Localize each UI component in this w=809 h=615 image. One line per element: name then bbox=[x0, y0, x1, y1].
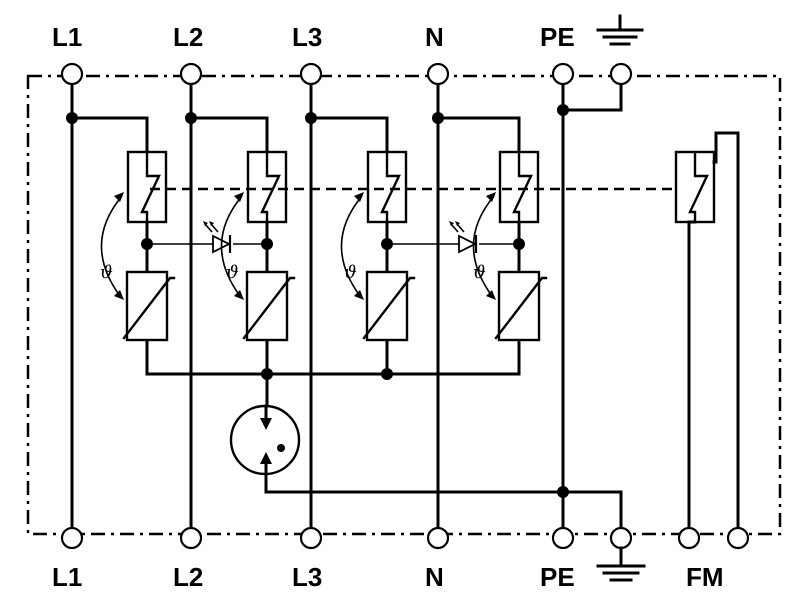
varistor-icon bbox=[125, 270, 169, 342]
svg-text:ϑ: ϑ bbox=[473, 262, 486, 283]
terminal-top-n bbox=[426, 62, 450, 86]
terminal-bottom-n bbox=[426, 526, 450, 550]
label-bottom-l2: L2 bbox=[173, 562, 203, 592]
branch-l3 bbox=[309, 116, 389, 154]
thermal-coupling-3: ϑ bbox=[340, 192, 364, 300]
varistor-icon bbox=[245, 270, 289, 342]
branch-l2 bbox=[189, 116, 269, 154]
spark-gap-icon bbox=[229, 404, 301, 476]
label-top-l3: L3 bbox=[292, 22, 322, 52]
terminal-bottom-l3 bbox=[299, 526, 323, 550]
svg-text:ϑ: ϑ bbox=[226, 262, 239, 283]
indicator-link-2 bbox=[387, 221, 519, 254]
module-4 bbox=[494, 150, 548, 376]
svg-text:ϑ: ϑ bbox=[100, 262, 113, 283]
label-bottom-l1: L1 bbox=[52, 562, 82, 592]
module-3 bbox=[362, 150, 416, 376]
terminal-top-l2 bbox=[179, 62, 203, 86]
varistor-icon bbox=[497, 270, 541, 342]
remote-signal-contact bbox=[674, 131, 740, 532]
svg-text:ϑ: ϑ bbox=[344, 262, 357, 283]
terminal-top-ground bbox=[609, 62, 633, 86]
thermal-coupling-2: ϑ bbox=[220, 192, 244, 300]
terminal-top-l1 bbox=[60, 62, 84, 86]
label-bottom-pe: PE bbox=[540, 562, 575, 592]
thermal-coupling-4: ϑ bbox=[472, 192, 496, 300]
label-top-pe: PE bbox=[540, 22, 575, 52]
label-top-l2: L2 bbox=[173, 22, 203, 52]
module-2 bbox=[242, 150, 296, 376]
label-top-n: N bbox=[425, 22, 444, 52]
junction-dots bbox=[66, 104, 569, 498]
branch-l1 bbox=[70, 116, 149, 154]
terminal-bottom-l2 bbox=[179, 526, 203, 550]
branch-n bbox=[436, 116, 521, 154]
terminal-bottom-fm-1 bbox=[677, 526, 701, 550]
thermal-coupling-1: ϑ bbox=[100, 192, 124, 300]
varistor-icon bbox=[365, 270, 409, 342]
label-bottom-fm: FM bbox=[686, 562, 724, 592]
terminal-top-pe bbox=[551, 62, 575, 86]
terminal-bottom-l1 bbox=[60, 526, 84, 550]
terminals-top bbox=[60, 62, 633, 86]
indicator-link-1 bbox=[147, 221, 267, 254]
module-1 bbox=[122, 150, 176, 376]
ground-icon-top bbox=[596, 14, 644, 46]
ground-icon-bottom bbox=[596, 546, 646, 582]
pe-bottom-link bbox=[264, 472, 623, 532]
terminals-bottom bbox=[60, 526, 750, 550]
terminal-bottom-pe bbox=[551, 526, 575, 550]
label-bottom-l3: L3 bbox=[292, 562, 322, 592]
terminal-top-l3 bbox=[299, 62, 323, 86]
terminal-bottom-ground bbox=[609, 526, 633, 550]
label-bottom-n: N bbox=[425, 562, 444, 592]
led-icon bbox=[458, 234, 478, 254]
pe-top-link bbox=[561, 82, 623, 112]
label-top-l1: L1 bbox=[52, 22, 82, 52]
terminal-bottom-fm-2 bbox=[726, 526, 750, 550]
enclosure-outline bbox=[26, 74, 782, 536]
